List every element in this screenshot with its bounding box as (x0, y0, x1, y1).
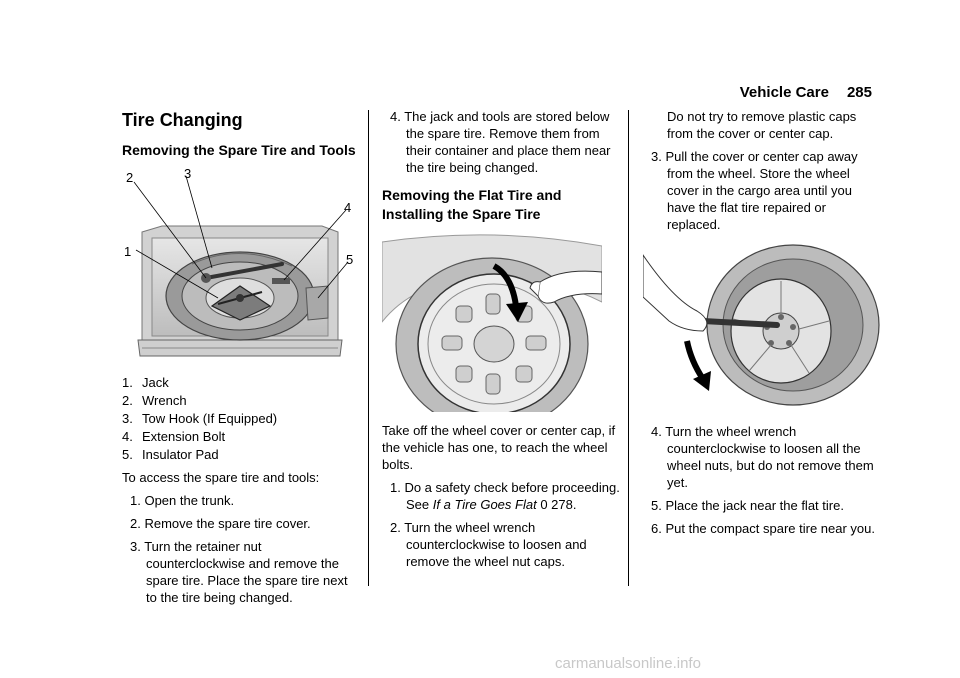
section-heading-spare: Removing the Spare Tire and Tools (122, 142, 356, 158)
step-2: 2. Remove the spare tire cover. (130, 516, 311, 531)
page-reference: 0 278. (540, 497, 577, 512)
step-2-wrench: 2. Turn the wheel wrench counterclockwis… (390, 520, 587, 569)
watermark: carmanualsonline.info (555, 655, 701, 672)
step-3: 3. Turn the retainer nut counterclockwis… (130, 539, 348, 605)
legend-item: 4.Extension Bolt (122, 429, 226, 444)
callout-3: 3 (184, 168, 191, 181)
legend-item: 1.Jack (122, 375, 169, 390)
page-heading: Tire Changing (122, 110, 243, 130)
legend-item: 5.Insulator Pad (122, 447, 219, 462)
page-number: 285 (846, 84, 872, 101)
step-1: 1. Open the trunk. (130, 493, 235, 508)
section-heading-flat-tire: Removing the Flat Tire and Installing th… (382, 187, 562, 222)
step-6-spare: 6. Put the compact spare tire near you. (651, 521, 876, 536)
loosen-wheel-nuts-illustration (643, 244, 880, 406)
step-4-loosen: 4. Turn the wheel wrench counterclockwis… (651, 424, 874, 490)
column-3: Do not try to remove plastic caps from t… (643, 108, 883, 543)
spare-tire-tools-illustration: 1 2 3 4 5 (124, 168, 353, 357)
section-title: Vehicle Care (739, 84, 829, 101)
column-1: Tire Changing Removing the Spare Tire an… (122, 108, 362, 612)
step-1-safety: 1. Do a safety check before proceeding. … (390, 480, 620, 512)
step-3-cover: 3. Pull the cover or center cap away fro… (651, 149, 858, 232)
step-4: 4. The jack and tools are stored below t… (390, 109, 611, 175)
callout-2: 2 (126, 170, 133, 185)
column-divider-1 (368, 110, 369, 586)
wheel-cover-paragraph: Take off the wheel cover or center cap, … (382, 423, 616, 472)
page-header: Vehicle Care 285 (740, 84, 872, 101)
step-5-jack: 5. Place the jack near the flat tire. (651, 498, 844, 513)
callout-5: 5 (346, 252, 353, 267)
legend-item: 2.Wrench (122, 393, 187, 408)
wheel-cover-removal-illustration (382, 234, 602, 412)
callout-4: 4 (344, 200, 351, 215)
intro-text: To access the spare tire and tools: (122, 470, 320, 485)
legend-item: 3.Tow Hook (If Equipped) (122, 411, 278, 426)
caution-continuation: Do not try to remove plastic caps from t… (667, 109, 857, 141)
parts-legend: 1.Jack 2.Wrench 3.Tow Hook (If Equipped)… (122, 374, 362, 463)
column-2: 4. The jack and tools are stored below t… (382, 108, 622, 576)
callout-1: 1 (124, 244, 131, 259)
column-divider-2 (628, 110, 629, 586)
cross-reference-link[interactable]: If a Tire Goes Flat (432, 497, 537, 512)
